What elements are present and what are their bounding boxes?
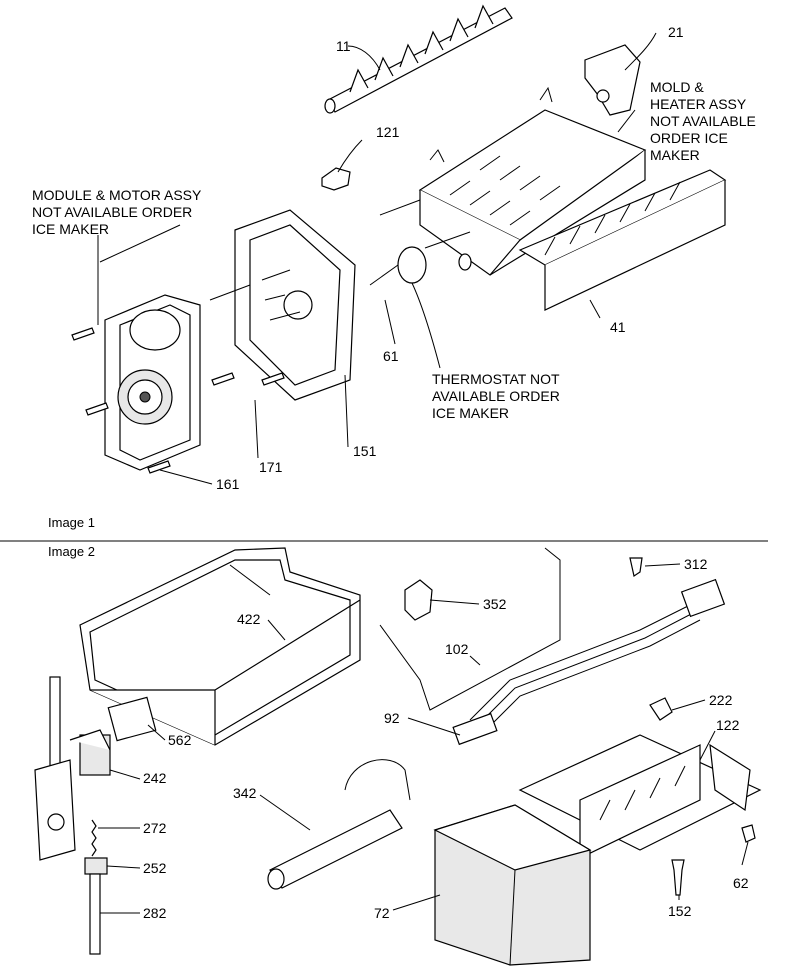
part-272-label: 272 bbox=[143, 820, 167, 836]
image1-diagram: 11 21 121 41 61 151 171 161 MODULE & MOT… bbox=[32, 4, 756, 530]
image2-caption: Image 2 bbox=[48, 544, 95, 559]
icemaker-body-drawing bbox=[518, 734, 762, 859]
part-312-label: 312 bbox=[684, 556, 708, 572]
part-72-label: 72 bbox=[374, 905, 390, 921]
image2-leaders bbox=[98, 563, 749, 914]
part-562-label: 562 bbox=[168, 732, 192, 748]
part-102-label: 102 bbox=[445, 641, 469, 657]
screw-152-drawing bbox=[671, 859, 685, 896]
svg-text:NOT AVAILABLE ORDER: NOT AVAILABLE ORDER bbox=[32, 204, 192, 220]
part-422-label: 422 bbox=[237, 611, 261, 627]
part-121-label: 121 bbox=[376, 124, 400, 140]
water-valve-drawing bbox=[34, 676, 157, 955]
thermostat-drawing bbox=[369, 231, 472, 286]
thermostat-note: THERMOSTAT NOT AVAILABLE ORDER ICE MAKER bbox=[432, 371, 560, 421]
svg-text:AVAILABLE ORDER: AVAILABLE ORDER bbox=[432, 388, 560, 404]
part-21-label: 21 bbox=[668, 24, 684, 40]
image1-caption: Image 1 bbox=[48, 515, 95, 530]
wire-arm-drawing bbox=[379, 547, 561, 711]
part-222-label: 222 bbox=[709, 692, 733, 708]
image2-diagram: Image 2 bbox=[34, 544, 762, 966]
part-62-drawing bbox=[741, 824, 756, 843]
part-11-label: 11 bbox=[336, 38, 351, 54]
svg-text:MAKER: MAKER bbox=[650, 147, 700, 163]
ice-bin-drawing bbox=[79, 547, 361, 746]
part-61-label: 61 bbox=[383, 348, 399, 364]
part-282-label: 282 bbox=[143, 905, 167, 921]
part-252-label: 252 bbox=[143, 860, 167, 876]
part-151-label: 151 bbox=[353, 443, 377, 459]
part-122-label: 122 bbox=[716, 717, 740, 733]
image1-leaders bbox=[97, 32, 657, 485]
svg-text:ORDER ICE: ORDER ICE bbox=[650, 130, 728, 146]
clip-drawing bbox=[321, 167, 351, 191]
part-152-label: 152 bbox=[668, 903, 692, 919]
part-242-label: 242 bbox=[143, 770, 167, 786]
part-222-drawing bbox=[649, 697, 673, 721]
module-motor-note: MODULE & MOTOR ASSY NOT AVAILABLE ORDER … bbox=[32, 187, 202, 237]
bracket-352-drawing bbox=[404, 579, 433, 621]
part-342-label: 342 bbox=[233, 785, 257, 801]
svg-text:NOT AVAILABLE: NOT AVAILABLE bbox=[650, 113, 756, 129]
svg-text:MOLD &: MOLD & bbox=[650, 79, 704, 95]
part-41-label: 41 bbox=[610, 319, 626, 335]
svg-text:ICE MAKER: ICE MAKER bbox=[432, 405, 509, 421]
part-352-label: 352 bbox=[483, 596, 507, 612]
screws-drawing bbox=[71, 327, 285, 474]
module-motor-drawing bbox=[99, 224, 251, 471]
svg-text:THERMOSTAT NOT: THERMOSTAT NOT bbox=[432, 371, 560, 387]
front-cover-drawing bbox=[433, 804, 592, 966]
mold-heater-note: MOLD & HEATER ASSY NOT AVAILABLE ORDER I… bbox=[650, 79, 756, 163]
svg-text:ICE MAKER: ICE MAKER bbox=[32, 221, 109, 237]
fill-tube-drawing bbox=[267, 759, 411, 890]
shield-drawing bbox=[518, 169, 727, 311]
ejector-blade-drawing bbox=[324, 4, 513, 114]
screw-312-drawing bbox=[629, 557, 643, 577]
mold-cover-drawing bbox=[584, 44, 641, 116]
part-62-label: 62 bbox=[733, 875, 749, 891]
part-92-label: 92 bbox=[384, 710, 400, 726]
part-161-label: 161 bbox=[216, 476, 240, 492]
part-171-label: 171 bbox=[259, 459, 283, 475]
svg-text:MODULE & MOTOR ASSY: MODULE & MOTOR ASSY bbox=[32, 187, 202, 203]
svg-text:HEATER ASSY: HEATER ASSY bbox=[650, 96, 747, 112]
wire-harness-drawing bbox=[452, 578, 726, 746]
housing-drawing bbox=[234, 209, 356, 401]
